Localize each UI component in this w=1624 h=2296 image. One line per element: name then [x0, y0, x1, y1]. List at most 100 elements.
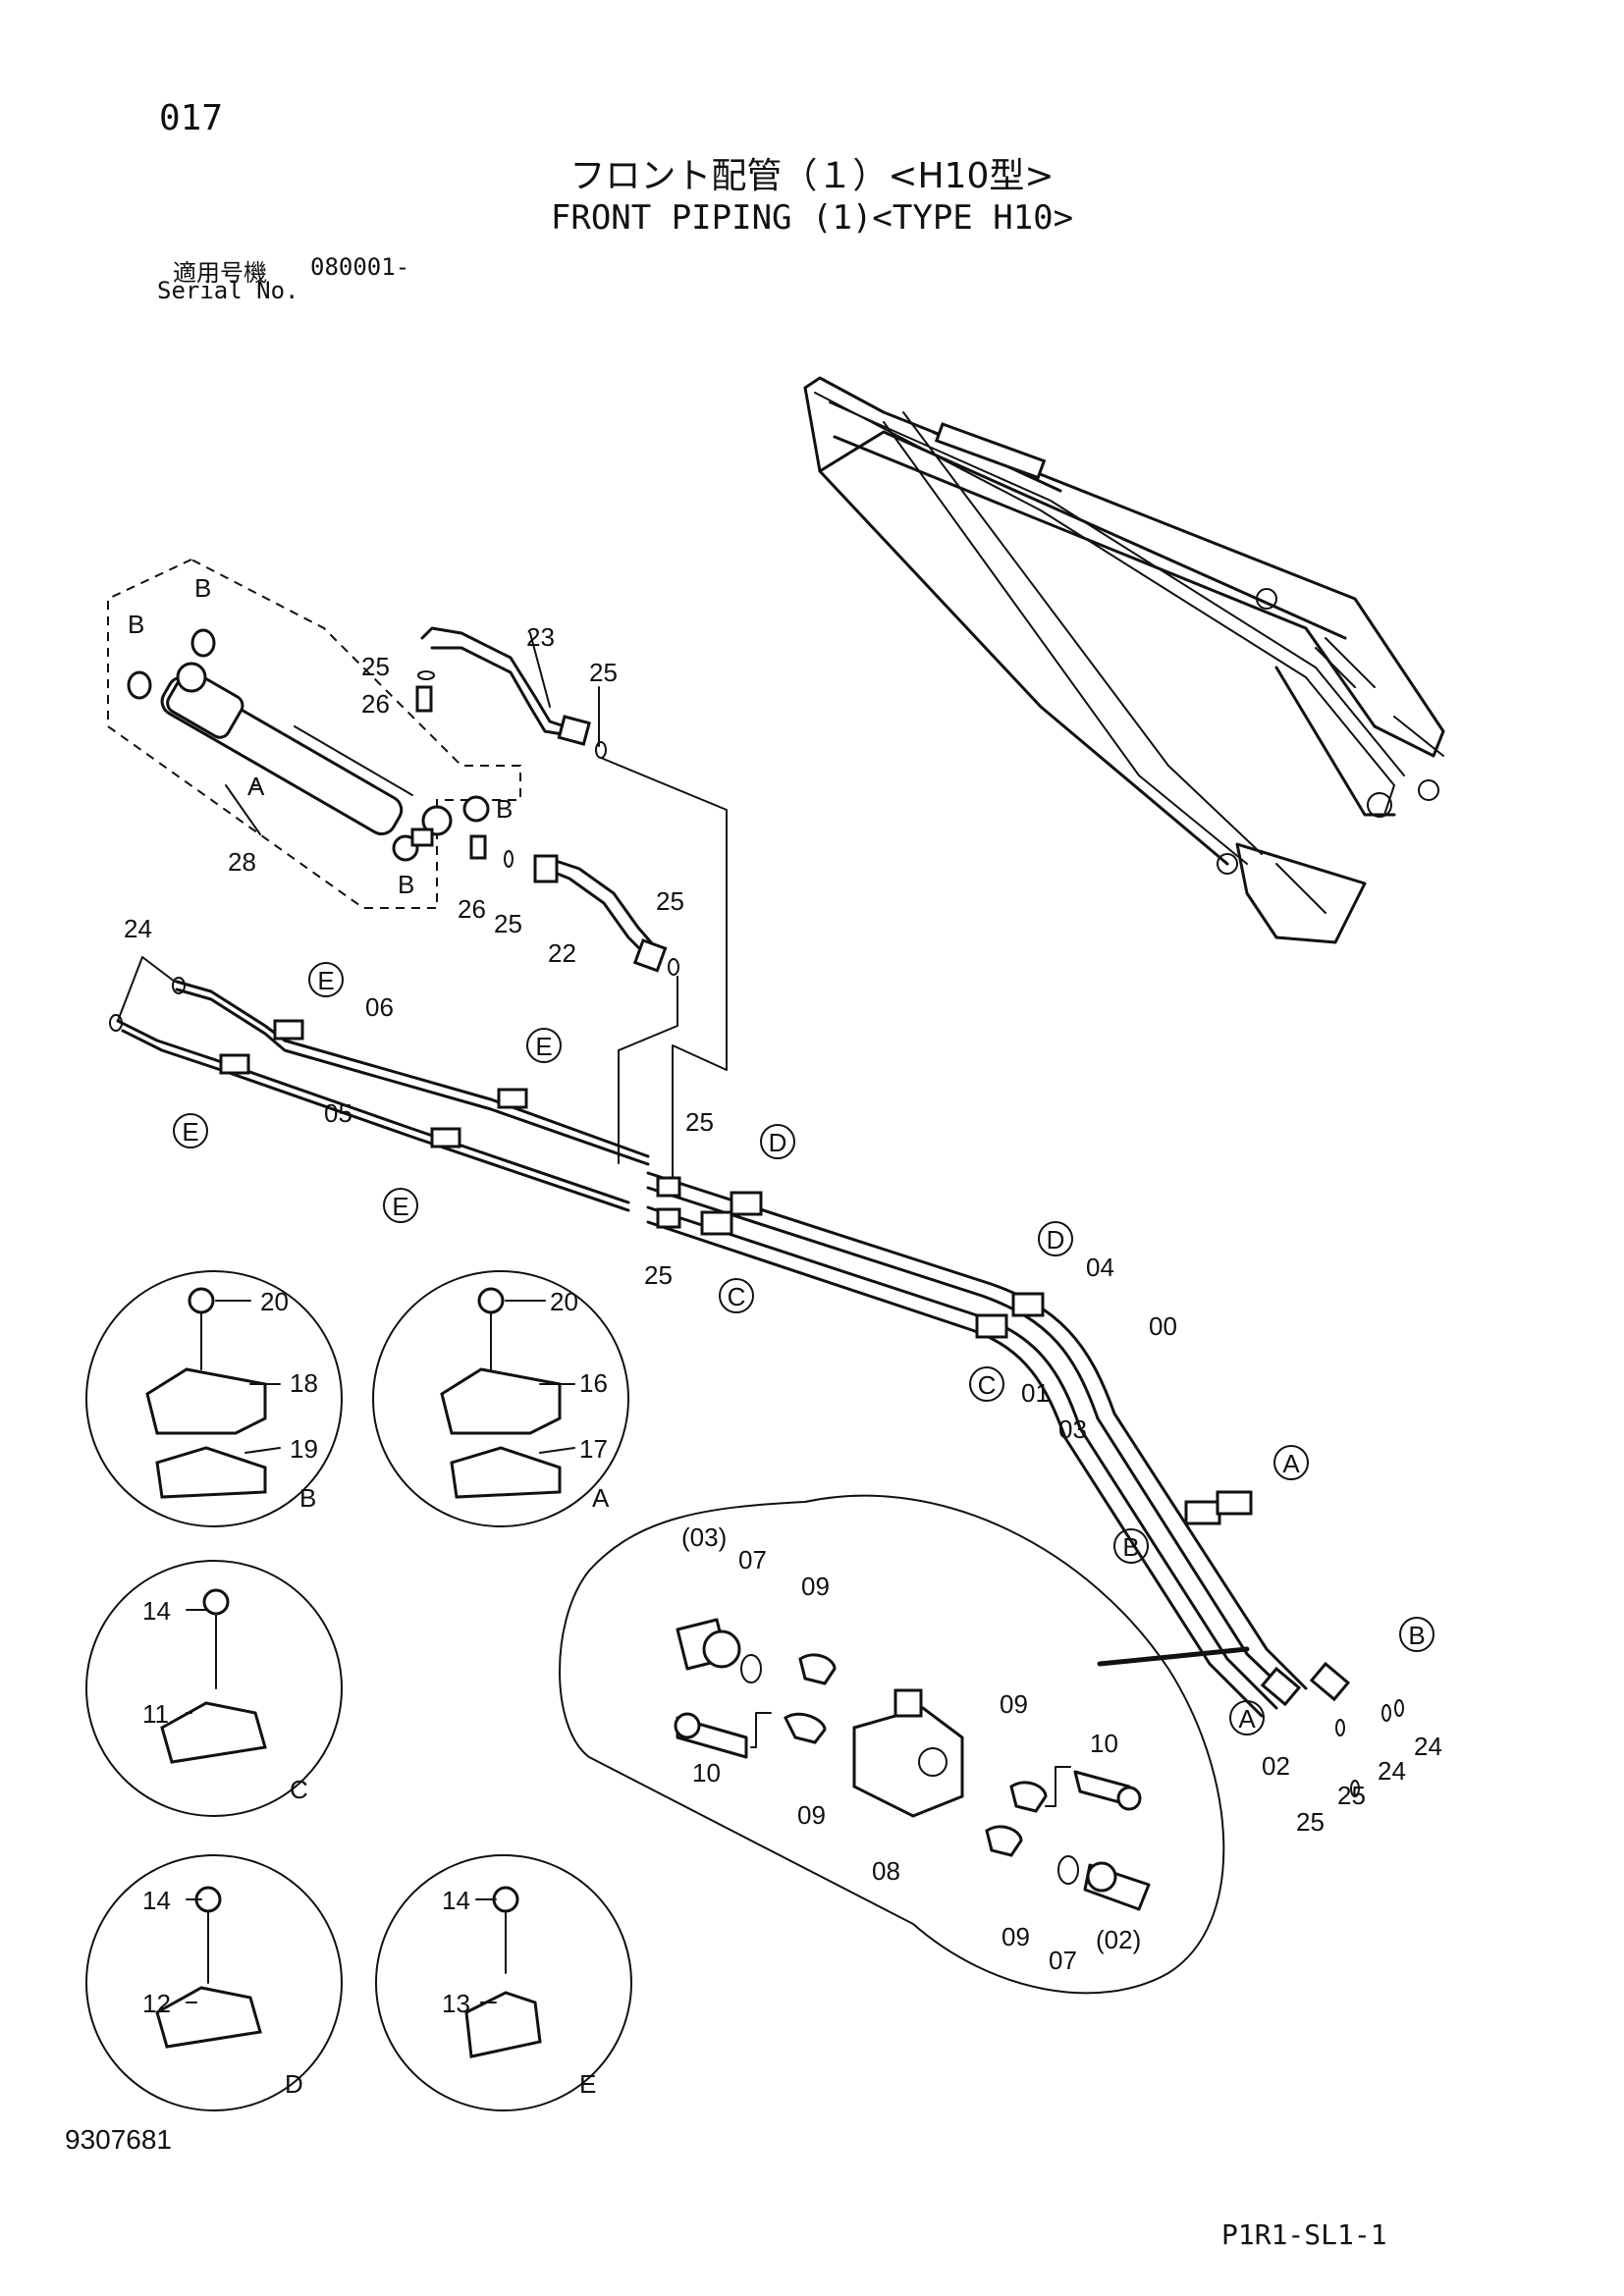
- detail-part-number: 19: [290, 1434, 318, 1464]
- main-boom-pipes: [646, 1171, 1404, 1797]
- serial-label-english: Serial No.: [157, 277, 299, 304]
- detail-part-number: 18: [290, 1368, 318, 1398]
- callout-cA2: A: [1229, 1700, 1265, 1735]
- serial-label-japanese: 適用号機: [173, 259, 267, 287]
- pipe-05-06: [109, 977, 650, 1212]
- hose-23: [415, 626, 591, 746]
- part-label-b3: B: [496, 794, 513, 824]
- callout-cC1: C: [719, 1278, 754, 1313]
- callout-cC2: C: [969, 1366, 1004, 1402]
- detail-part-number: 20: [550, 1287, 578, 1316]
- part-label-p09d: 09: [1001, 1922, 1030, 1951]
- part-label-a1: A: [247, 772, 265, 801]
- part-label-p10a: 10: [692, 1758, 721, 1788]
- callout-cD1: D: [760, 1124, 795, 1159]
- part-label-p23: 23: [526, 622, 555, 652]
- callout-cE1: E: [308, 962, 344, 997]
- part-label-p24a: 24: [124, 914, 152, 943]
- callout-cA1: A: [1273, 1445, 1309, 1480]
- callout-cE2: E: [173, 1113, 208, 1148]
- callout-letter: C: [978, 1370, 997, 1400]
- callout-letter: A: [1282, 1449, 1300, 1478]
- callout-letter: E: [317, 966, 334, 995]
- part-label-p28: 28: [228, 847, 256, 877]
- part-label-p00: 00: [1149, 1311, 1177, 1341]
- detail-part-number: 14: [142, 1886, 171, 1915]
- detail-view-d: [85, 1854, 343, 2111]
- part-label-p26a: 26: [361, 689, 390, 719]
- part-label-p02: 02: [1262, 1751, 1290, 1781]
- callout-letter: B: [1122, 1532, 1139, 1562]
- callout-cE4: E: [383, 1188, 418, 1223]
- part-label-p24c: 24: [1414, 1732, 1442, 1761]
- callout-letter: E: [535, 1032, 552, 1061]
- callout-cE3: E: [526, 1028, 562, 1063]
- part-label-p25d: 25: [656, 886, 684, 916]
- detail-view-label-c: C: [290, 1775, 308, 1804]
- detail-view-label-d: D: [285, 2069, 303, 2099]
- part-label-p06: 06: [365, 992, 394, 1022]
- detail-view-b: [85, 1270, 343, 1527]
- page-title-english: FRONT PIPING (1)<TYPE H10>: [550, 198, 1074, 238]
- callout-circle: [308, 962, 344, 997]
- part-label-p09c: 09: [1000, 1689, 1028, 1719]
- detail-part-number: 11: [142, 1699, 169, 1729]
- detail-view-a: [372, 1270, 629, 1527]
- detail-part-number: 16: [579, 1368, 608, 1398]
- reference-callouts: E E E E D C D C A B B A: [173, 962, 1435, 1735]
- callout-letter: E: [392, 1192, 408, 1221]
- callout-circle: [719, 1278, 754, 1313]
- part-label-p04: 04: [1086, 1253, 1114, 1282]
- part-label-p05: 05: [324, 1098, 352, 1128]
- part-label-p25b: 25: [589, 658, 618, 687]
- part-label-p25f: 25: [644, 1260, 673, 1290]
- callout-letter: B: [1408, 1621, 1425, 1650]
- drawing-number: 9307681: [65, 2124, 173, 2155]
- callout-circle: [1113, 1528, 1149, 1564]
- part-label-p25c: 25: [494, 909, 522, 938]
- callout-letter: C: [728, 1282, 746, 1311]
- part-label-p09a: 09: [801, 1572, 830, 1601]
- part-label-p07b: 07: [1049, 1946, 1077, 1975]
- part-label-b4: B: [398, 870, 414, 899]
- detail-view-label-b: B: [299, 1483, 316, 1513]
- detail-part-number: 17: [579, 1434, 608, 1464]
- callout-circle: [969, 1366, 1004, 1402]
- part-label-p09b: 09: [797, 1800, 826, 1830]
- detail-part-number: 13: [442, 1989, 470, 2018]
- part-label-p01: 01: [1021, 1378, 1050, 1408]
- part-label-b2: B: [128, 610, 144, 639]
- leader-lines: [117, 632, 600, 2003]
- part-label-p10b: 10: [1090, 1729, 1118, 1758]
- detail-part-number: 14: [442, 1886, 470, 1915]
- callout-cD2: D: [1038, 1221, 1073, 1256]
- callout-cB1: B: [1113, 1528, 1149, 1564]
- callout-circle: [1399, 1617, 1435, 1652]
- callout-circle: [383, 1188, 418, 1223]
- callout-letter: D: [1047, 1225, 1065, 1255]
- callout-circle: [526, 1028, 562, 1063]
- callout-letter: E: [182, 1117, 198, 1147]
- page-title-japanese: フロント配管（１）<H10型>: [569, 156, 1055, 196]
- part-label-p25h: 25: [1337, 1781, 1366, 1810]
- callout-circle: [1229, 1700, 1265, 1735]
- part-label-p25g: 25: [1296, 1807, 1325, 1837]
- page-number: 017: [159, 98, 224, 138]
- part-label-p22: 22: [548, 938, 576, 968]
- detail-part-number: 20: [260, 1287, 289, 1316]
- part-label-p03: 03: [1058, 1415, 1087, 1444]
- detail-part-number: 12: [142, 1989, 171, 2018]
- serial-number-value: 080001-: [310, 253, 410, 281]
- callout-circle: [1038, 1221, 1073, 1256]
- callout-letter: A: [1238, 1704, 1256, 1734]
- callout-circle: [1273, 1445, 1309, 1480]
- detail-view-e: [375, 1854, 632, 2111]
- part-label-p08: 08: [872, 1856, 900, 1886]
- detail-view-c: [85, 1560, 343, 1817]
- boom-cylinder-assembly: [107, 558, 521, 909]
- part-label-p24b: 24: [1378, 1756, 1406, 1786]
- excavator-front-overview: [803, 376, 1445, 944]
- flange-exploded-detail: [559, 1494, 1250, 1995]
